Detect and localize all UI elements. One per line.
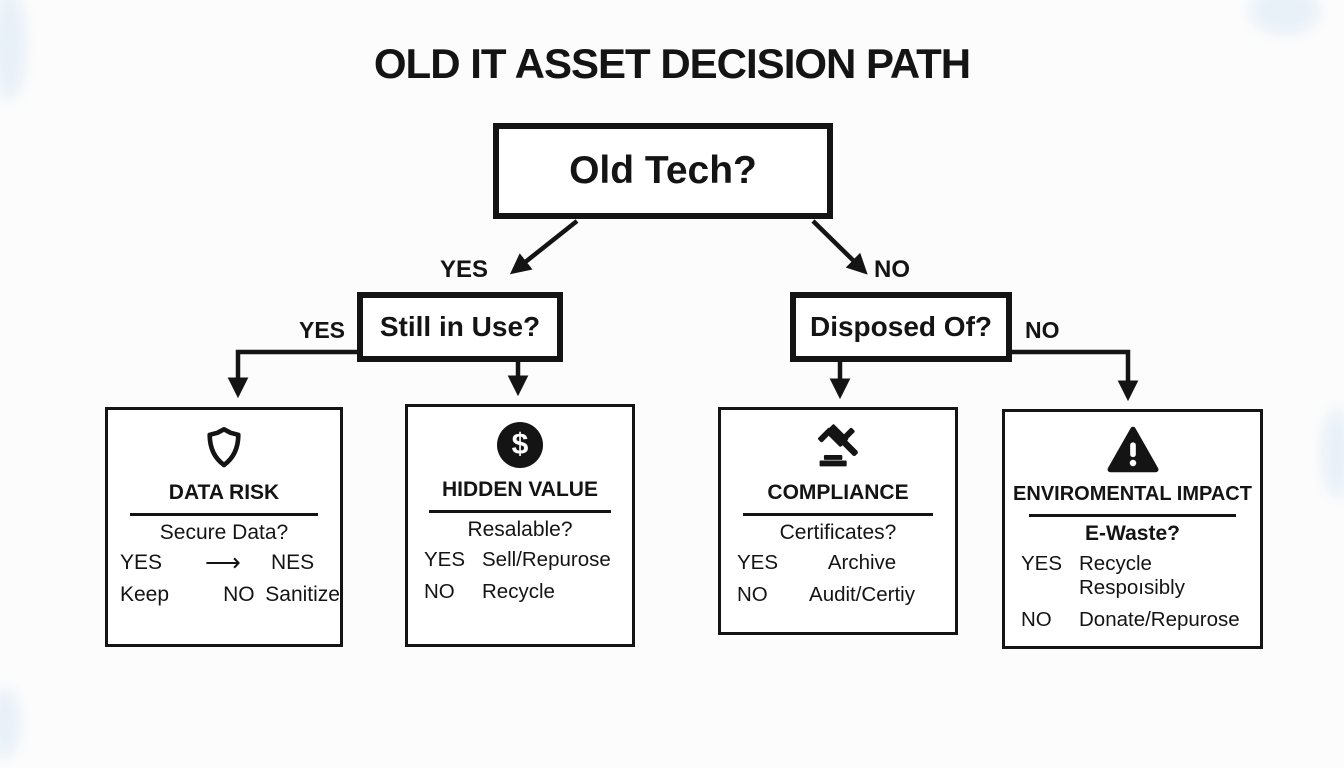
right-arrow-icon: ⟶ <box>205 549 241 577</box>
keep-label: Keep <box>120 583 170 606</box>
divider <box>429 510 611 513</box>
divider <box>130 513 318 516</box>
card-environmental-impact-question: E-Waste? <box>1085 522 1180 545</box>
yes-key: YES <box>737 551 779 574</box>
node-old-tech-label: Old Tech? <box>569 149 757 192</box>
card-environmental-impact-row-yes: YES Recycle Respoısibly <box>1005 552 1260 600</box>
card-compliance-row-no: NO Audit/Certiy <box>721 583 955 607</box>
gavel-icon <box>812 420 864 476</box>
node-disposed-of: Disposed Of? <box>790 292 1012 362</box>
background-artifact <box>1322 408 1344 498</box>
shield-icon <box>202 420 246 476</box>
no-key: NO <box>737 583 768 606</box>
card-hidden-value-title: HIDDEN VALUE <box>442 478 598 501</box>
card-data-risk-question: Secure Data? <box>159 521 289 544</box>
edge-label-no: NO <box>874 256 910 283</box>
card-compliance: COMPLIANCE Certificates? YES Archive NO … <box>718 407 958 635</box>
card-hidden-value-row-yes: YES Sell/Repurose <box>408 548 632 572</box>
card-data-risk-title: DATA RISK <box>168 481 280 504</box>
yes-key: YES <box>120 551 163 574</box>
edge-root-to-still-in-use <box>509 219 579 275</box>
yes-result: NES <box>271 551 315 574</box>
card-compliance-title: COMPLIANCE <box>767 481 909 504</box>
card-hidden-value-question: Resalable? <box>467 518 573 541</box>
edge-root-to-disposed-of <box>811 219 868 275</box>
yes-result: Recycle Respoısibly <box>1079 552 1185 599</box>
edge-disposed-of-to-environmental <box>1012 349 1139 402</box>
node-disposed-of-label: Disposed Of? <box>809 311 992 342</box>
background-artifact <box>0 688 20 758</box>
card-data-risk-row-no: Keep NO Sanitize <box>108 583 340 607</box>
divider <box>1029 514 1236 517</box>
yes-result: Sell/Repurose <box>482 548 611 571</box>
card-hidden-value: $ HIDDEN VALUE Resalable? YES Sell/Repur… <box>405 404 635 647</box>
dollar-icon: $ <box>497 417 543 473</box>
card-compliance-question: Certificates? <box>779 521 897 544</box>
no-result: Sanitize <box>265 583 340 606</box>
no-result: Donate/Repurose <box>1079 608 1240 631</box>
card-data-risk-row-yes: YES ⟶ NES <box>108 549 340 577</box>
no-key: NO <box>223 583 255 606</box>
yes-result: Archive <box>827 551 897 574</box>
yes-key: YES <box>1021 552 1063 575</box>
divider <box>743 513 933 516</box>
card-environmental-impact: ENVIROMENTAL IMPACT E-Waste? YES Recycle… <box>1002 409 1263 649</box>
edge-label-disposed-of-no: NO <box>1025 317 1060 343</box>
card-environmental-impact-title: ENVIROMENTAL IMPACT <box>1013 483 1252 505</box>
card-environmental-impact-row-no: NO Donate/Repurose <box>1005 608 1260 632</box>
dollar-glyph: $ <box>511 428 529 461</box>
no-result: Audit/Certiy <box>809 583 915 606</box>
no-key: NO <box>424 580 455 603</box>
no-key: NO <box>1021 608 1052 631</box>
node-still-in-use: Still in Use? <box>357 292 563 362</box>
edge-label-yes: YES <box>440 256 489 283</box>
page-title: OLD IT ASSET DECISION PATH <box>373 40 971 87</box>
yes-key: YES <box>424 548 466 571</box>
card-data-risk: DATA RISK Secure Data? YES ⟶ NES Keep NO… <box>105 407 343 647</box>
node-still-in-use-label: Still in Use? <box>379 311 541 342</box>
node-old-tech: Old Tech? <box>493 123 833 219</box>
card-compliance-row-yes: YES Archive <box>721 551 955 575</box>
edge-still-in-use-to-data-risk <box>227 349 357 399</box>
card-hidden-value-row-no: NO Recycle <box>408 580 632 604</box>
edge-label-still-in-use-yes: YES <box>299 317 346 343</box>
warning-icon <box>1107 422 1159 478</box>
no-result: Recycle <box>482 580 555 603</box>
